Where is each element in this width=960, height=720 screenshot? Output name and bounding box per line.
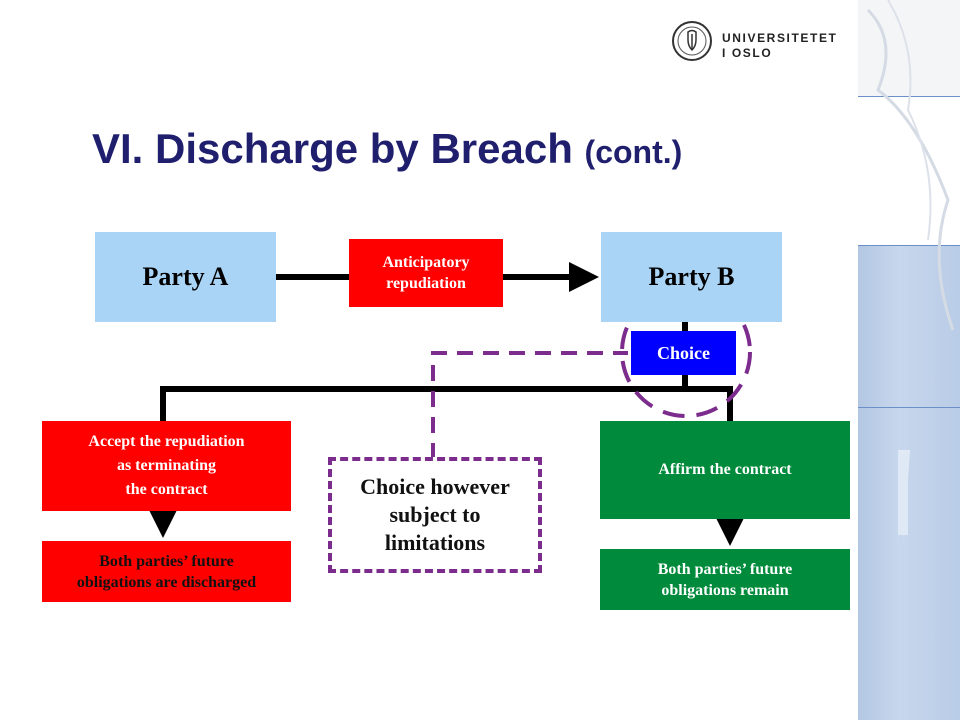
choice-label: Choice <box>657 342 710 363</box>
party-b-label: Party B <box>648 262 735 291</box>
remain-line-2: obligations remain <box>661 581 789 599</box>
accept-line-1: Accept the repudiation <box>88 433 245 450</box>
anticipatory-repudiation-box: Anticipatory repudiation <box>349 239 503 307</box>
discharged-outcome-box: Both parties’ future obligations are dis… <box>42 541 291 602</box>
page-title: VI. Discharge by Breach (cont.) <box>92 125 682 173</box>
title-main: VI. Discharge by Breach <box>92 125 573 172</box>
limitations-line-1: Choice however <box>360 474 510 499</box>
party-a-label: Party A <box>142 262 229 291</box>
discharged-line-1: Both parties’ future <box>99 552 234 570</box>
remain-outcome-box: Both parties’ future obligations remain <box>600 549 850 610</box>
limitations-line-2: subject to <box>389 502 481 527</box>
party-b-box: Party B <box>601 232 782 322</box>
affirm-label: Affirm the contract <box>658 461 792 478</box>
limitations-line-3: limitations <box>384 530 486 555</box>
dashed-connector <box>431 351 628 459</box>
university-logo: UNIVERSITETET I OSLO <box>722 31 837 61</box>
choice-highlight-circle <box>620 286 752 418</box>
choice-box: Choice <box>631 331 736 375</box>
discharged-line-2: obligations are discharged <box>76 573 257 591</box>
accept-repudiation-box: Accept the repudiation as terminating th… <box>42 421 291 511</box>
remain-line-1: Both parties’ future <box>657 560 793 578</box>
anticipatory-label: Anticipatory repudiation <box>382 254 470 292</box>
accept-line-2: as terminating <box>116 457 217 474</box>
university-seal <box>671 20 713 67</box>
logo-line-1: UNIVERSITETET <box>722 31 838 45</box>
affirm-contract-box: Affirm the contract <box>600 421 850 519</box>
party-a-box: Party A <box>95 232 276 322</box>
accept-line-3: the contract <box>125 481 208 498</box>
limitations-box: Choice however subject to limitations <box>328 457 542 573</box>
logo-line-2: I OSLO <box>722 46 773 60</box>
title-suffix: (cont.) <box>584 134 683 170</box>
decorative-side-strip <box>858 0 960 720</box>
